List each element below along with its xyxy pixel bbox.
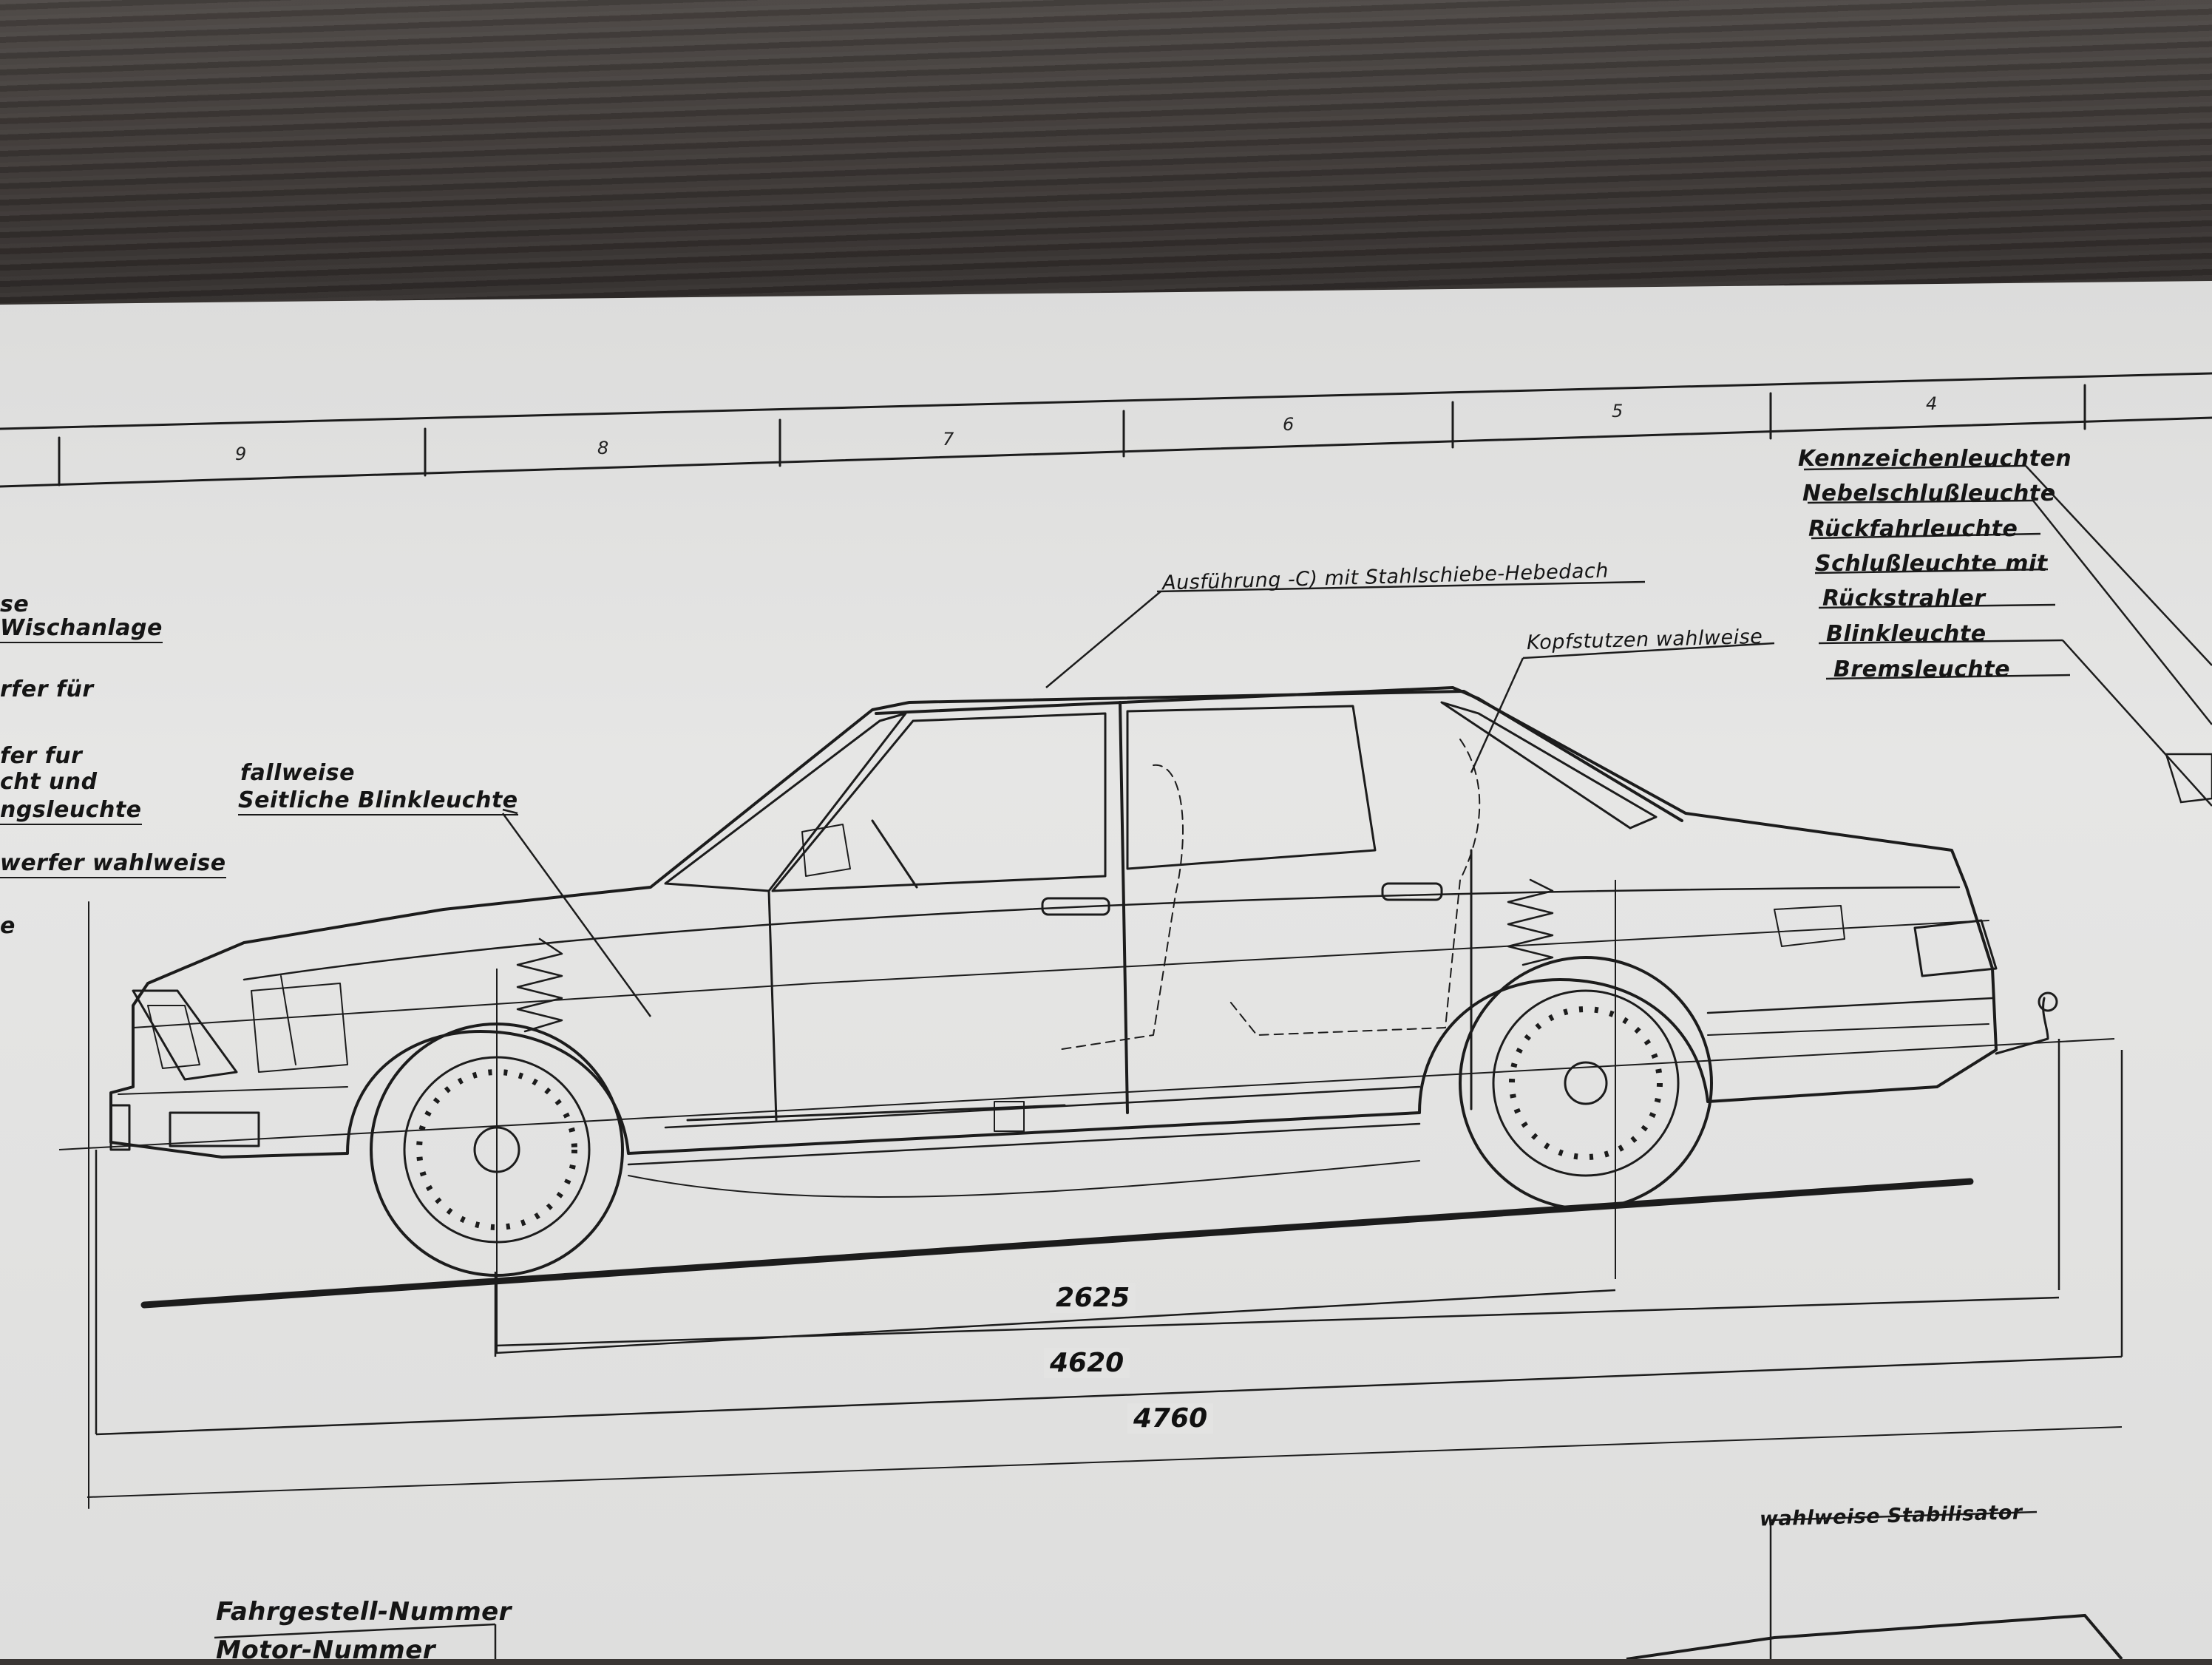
rear-light-label: Nebelschlußleuchte	[1802, 481, 2056, 506]
zone-number: 8	[597, 438, 609, 458]
rear-light-label: Kennzeichenleuchten	[1798, 446, 2072, 472]
left-label: ngsleuchte	[0, 797, 142, 825]
left-label: fer fur	[0, 743, 83, 769]
rear-wheel	[1459, 880, 1713, 1279]
rear-seat	[1227, 739, 1481, 1036]
rear-light-label: Bremsleuchte	[1833, 657, 2010, 682]
c-pillar-window	[1440, 701, 1658, 830]
zone-number: 9	[235, 444, 247, 464]
rear-suspension	[1507, 878, 1554, 966]
rear-light-label: Rückfahrleuchte	[1808, 516, 2018, 542]
zone-number: 6	[1283, 414, 1295, 435]
frame-line-top	[0, 372, 2212, 430]
left-label: se	[0, 591, 30, 617]
front-suspension	[516, 937, 563, 1033]
paper-sheet	[0, 281, 2212, 1659]
engine-number-label: Motor-Nummer	[216, 1635, 436, 1665]
zone-number: 4	[1926, 393, 1938, 414]
zone-number: 5	[1612, 401, 1624, 421]
left-label: cht und	[0, 769, 98, 795]
car-body-outline	[109, 690, 1998, 1159]
left-label: werfer wahlweise	[0, 850, 226, 878]
front-wheel	[370, 969, 624, 1353]
dimension-wheelbase: 2625	[1050, 1283, 1136, 1313]
rear-window	[1126, 705, 1377, 870]
rear-light-label: Blinkleuchte	[1826, 621, 1987, 647]
rear-light-label: Rückstrahler	[1822, 586, 1986, 611]
front-seat	[1056, 764, 1184, 1051]
callout-blinker-line2: Seitliche Blinkleuchte	[238, 787, 518, 815]
dimension-length: 4620	[1044, 1348, 1130, 1378]
chassis-number-label: Fahrgestell-Nummer	[216, 1597, 512, 1627]
dimension-overall-length: 4760	[1127, 1403, 1214, 1434]
front-window	[771, 712, 1107, 892]
left-label: Wischanlage	[0, 615, 163, 643]
windshield	[664, 712, 907, 892]
steering-wheel	[871, 819, 918, 889]
zone-number: 7	[943, 429, 954, 450]
ground-line	[140, 1178, 1974, 1309]
left-label: e	[0, 913, 16, 939]
rear-light-label: Schlußleuchte mit	[1815, 551, 2048, 577]
callout-blinker-line1: fallweise	[240, 760, 355, 786]
left-label: rfer für	[0, 676, 94, 702]
frame-line-zones	[0, 416, 2212, 488]
